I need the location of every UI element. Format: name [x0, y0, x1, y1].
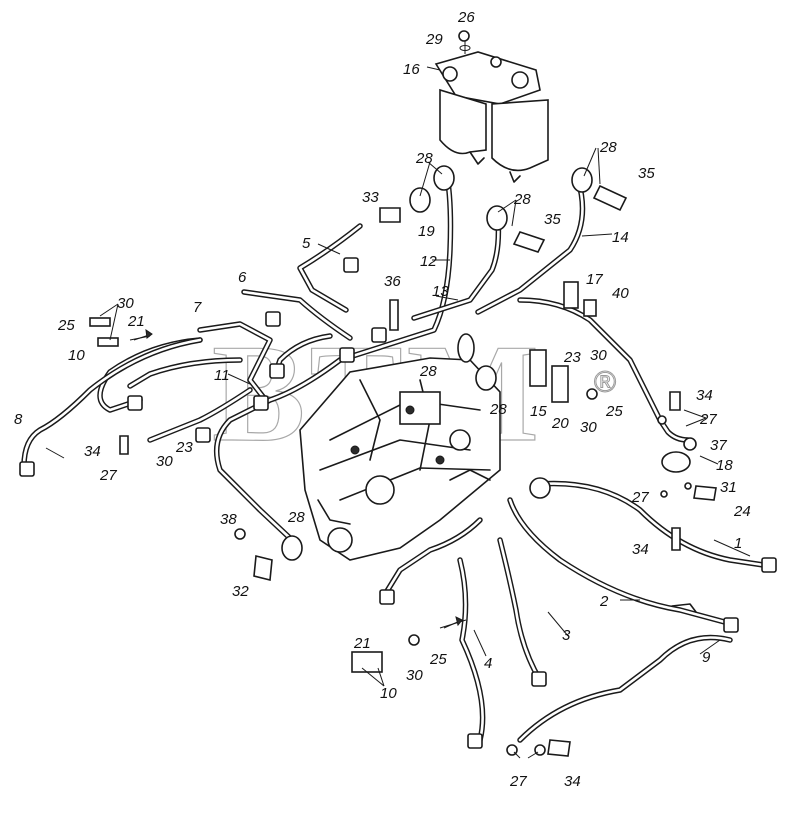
- callout: 28: [599, 139, 617, 156]
- callout: 38: [220, 511, 237, 528]
- callout: 28: [513, 191, 531, 208]
- callout: 24: [733, 503, 751, 520]
- callout: 4: [484, 655, 492, 672]
- engine-block: [299, 357, 501, 561]
- callout: 29: [425, 31, 443, 48]
- fuel-lines: [21, 167, 773, 743]
- callout: 23: [563, 349, 581, 366]
- callout: 40: [612, 285, 629, 302]
- callout: 31: [720, 479, 737, 496]
- callout: 25: [429, 651, 447, 668]
- callout: 28: [419, 363, 437, 380]
- callout: 14: [612, 229, 629, 246]
- callout: 8: [14, 411, 23, 428]
- callout: 35: [638, 165, 655, 182]
- callout: 30: [156, 453, 173, 470]
- callout: 33: [362, 189, 379, 206]
- callout: 30: [590, 347, 607, 364]
- fuel-filter: [434, 30, 549, 183]
- registered-mark: ®: [594, 366, 616, 399]
- callout: 23: [175, 439, 193, 456]
- callout: 17: [586, 271, 603, 288]
- callout: 37: [710, 437, 727, 454]
- callout: 30: [580, 419, 597, 436]
- callout: 19: [418, 223, 435, 240]
- callout: 25: [57, 317, 75, 334]
- callout: 36: [384, 273, 401, 290]
- callout: 34: [696, 387, 713, 404]
- callout: 11: [214, 367, 230, 384]
- callout: 34: [564, 773, 581, 790]
- callout: 20: [551, 415, 569, 432]
- callout: 15: [530, 403, 547, 420]
- callout: 30: [117, 295, 134, 312]
- callout: 32: [232, 583, 249, 600]
- fittings: [19, 165, 777, 749]
- callout: 34: [84, 443, 101, 460]
- callout: 25: [605, 403, 623, 420]
- bolts: [119, 184, 717, 757]
- callout: 6: [238, 269, 247, 286]
- callout: 28: [489, 401, 507, 418]
- callout: 10: [68, 347, 85, 364]
- callout: 16: [403, 61, 420, 78]
- callout: 27: [699, 411, 717, 428]
- callout: 30: [406, 667, 423, 684]
- callout: 9: [702, 649, 711, 666]
- brackets: [89, 281, 697, 673]
- callout: 13: [432, 283, 449, 300]
- callout: 21: [353, 635, 371, 652]
- callout: 27: [99, 467, 117, 484]
- callout-labels: 26 29 16 28 28 28 35 35 33 19 5 12 14 6 …: [14, 9, 751, 790]
- callout: 7: [193, 299, 202, 316]
- callout: 2: [599, 593, 609, 610]
- callout: 1: [734, 535, 742, 552]
- callout: 3: [562, 627, 571, 644]
- callout: 12: [420, 253, 437, 270]
- callout: 35: [544, 211, 561, 228]
- callout: 27: [631, 489, 649, 506]
- callout: 5: [302, 235, 311, 252]
- callout: 27: [509, 773, 527, 790]
- callout: 26: [457, 9, 475, 26]
- direction-arrows: [133, 328, 463, 629]
- callout: 18: [716, 457, 733, 474]
- callout: 28: [287, 509, 305, 526]
- callout: 34: [632, 541, 649, 558]
- callout: 21: [127, 313, 145, 330]
- leader-lines: [45, 66, 751, 759]
- callout: 28: [415, 150, 433, 167]
- callout: 10: [380, 685, 397, 702]
